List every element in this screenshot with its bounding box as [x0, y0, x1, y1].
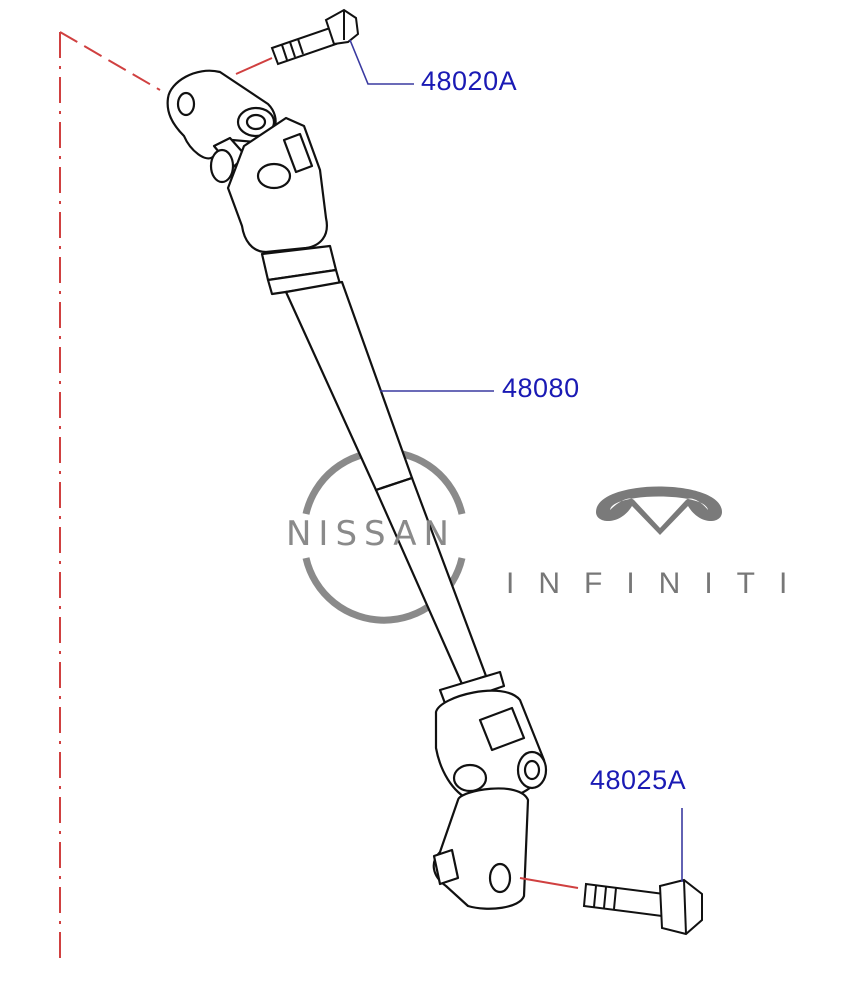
lower-bolt-48025A — [582, 878, 703, 936]
infiniti-logo-watermark — [596, 486, 722, 535]
reference-centerline — [59, 31, 161, 960]
part-number-lower-bolt: 48025A — [590, 765, 687, 795]
part-number-upper-bolt: 48020A — [421, 66, 518, 96]
lower-universal-joint — [432, 670, 548, 910]
leader-lines — [349, 39, 683, 882]
upper-bolt-48020A — [270, 8, 360, 66]
part-number-shaft: 48080 — [502, 373, 580, 403]
upper-universal-joint — [166, 69, 342, 296]
infiniti-wordmark: INFINITI — [506, 567, 812, 600]
bolt-centerline-lower — [519, 877, 579, 889]
nissan-wordmark: NISSAN — [286, 514, 456, 554]
bolt-centerline-upper — [235, 57, 273, 75]
